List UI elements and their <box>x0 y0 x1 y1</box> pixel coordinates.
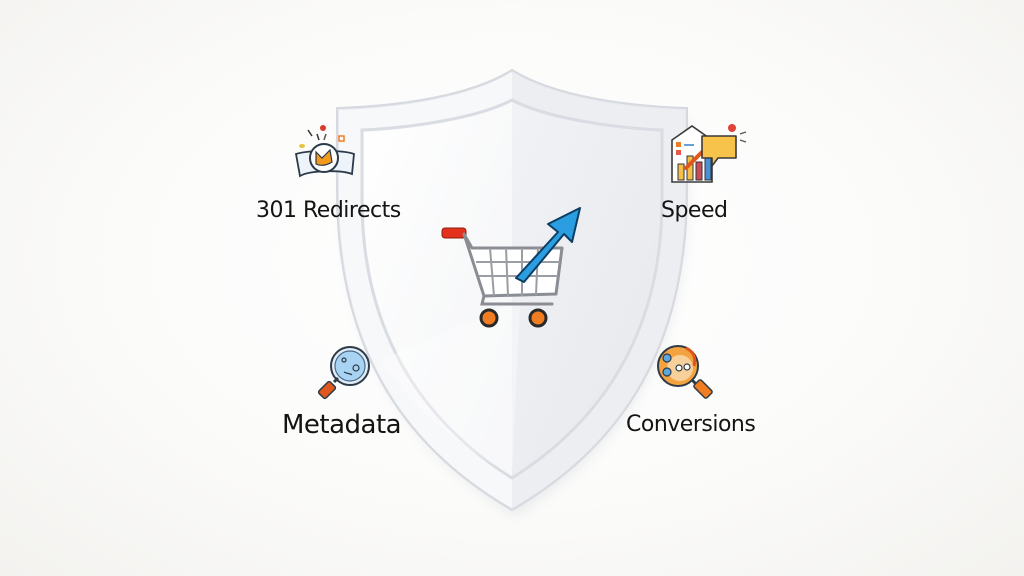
conversions-magnifier-icon <box>657 345 713 399</box>
feature-label: 301 Redirects <box>256 198 401 223</box>
shopping-cart-with-up-arrow-icon <box>441 207 581 328</box>
feature-label: Speed <box>661 198 728 223</box>
metadata-magnifier-icon <box>317 346 370 400</box>
feature-label: Conversions <box>626 412 756 437</box>
speed-analytics-chart-icon <box>671 124 747 183</box>
redirect-badge-icon <box>294 125 355 178</box>
feature-label: Metadata <box>282 410 402 440</box>
